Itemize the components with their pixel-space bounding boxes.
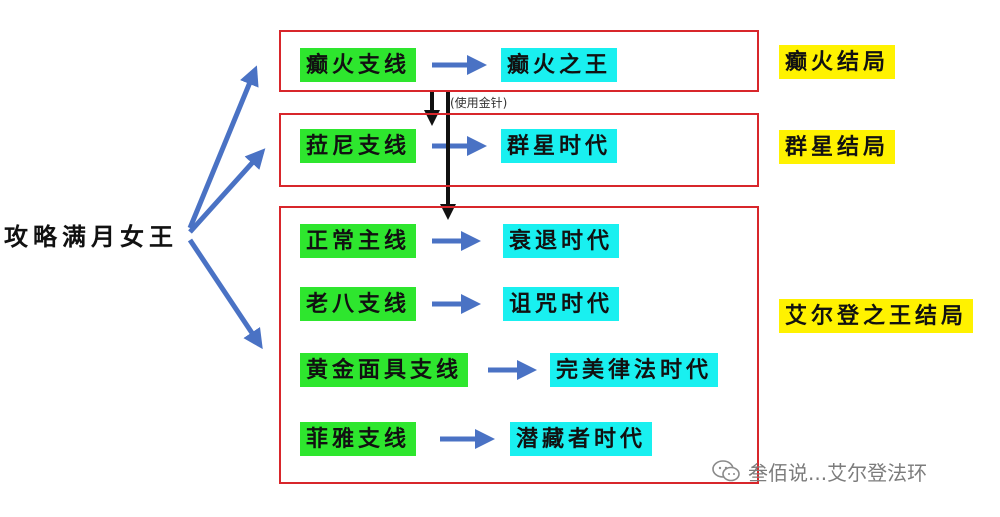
watermark-text: 叁佰说...艾尔登法环 [748,460,928,485]
root-label: 攻略满月女王 [4,222,178,251]
era-label: 完美律法时代 [550,353,719,387]
route-label: 菈尼支线 [300,129,417,163]
route-label: 菲雅支线 [300,422,417,456]
route-label: 癫火支线 [300,48,417,82]
route-label: 黄金面具支线 [300,353,469,387]
era-label: 癫火之王 [501,48,618,82]
group-box-3 [279,206,759,484]
era-label: 衰退时代 [503,224,620,258]
route-label: 老八支线 [300,287,417,321]
group-box-1 [279,30,759,92]
watermark: 叁佰说...艾尔登法环 [712,456,927,486]
era-label: 潜藏者时代 [510,422,653,456]
branch-arrow-1 [187,65,259,229]
branch-arrow-2 [188,148,266,234]
route-label: 正常主线 [300,224,417,258]
era-label: 群星时代 [501,129,618,163]
golden-needle-note: (使用金针) [450,96,508,110]
ending-label: 群星结局 [779,130,896,164]
ending-label: 艾尔登之王结局 [779,299,974,333]
ending-label: 癫火结局 [779,45,896,79]
branch-arrow-3 [187,238,263,350]
era-label: 诅咒时代 [503,287,620,321]
group-box-2 [279,113,759,187]
wechat-icon [712,460,740,482]
